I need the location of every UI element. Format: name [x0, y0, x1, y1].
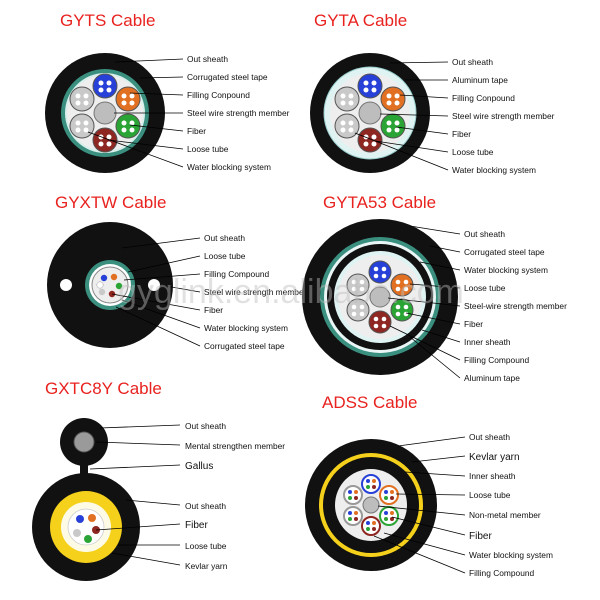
gyta-label-out-sheath: Out sheath	[452, 57, 493, 67]
gyta-label-water-blocking: Water blocking system	[452, 165, 536, 175]
gyta-cable-figure: GYTA Cable Out sheath Aluminum tape Fill…	[310, 11, 555, 175]
gyta-label-filling-compound: Filling Conpound	[452, 93, 515, 103]
gyta53-label-corrugated-steel-tape: Corrugated steel tape	[464, 247, 545, 257]
adss-label-water-blocking: Water blocking system	[469, 550, 553, 560]
gyta-title: GYTA Cable	[314, 11, 407, 30]
gyta53-label-out-sheath: Out sheath	[464, 229, 505, 239]
gyts-label-fiber: Fiber	[187, 126, 206, 136]
gyta53-label-steel-wire: Steel-wire strength member	[464, 301, 567, 311]
gyts-title: GYTS Cable	[60, 11, 155, 30]
gxtc8y-label-loose-tube: Loose tube	[185, 541, 227, 551]
gyta53-label-aluminum-tape: Aluminum tape	[464, 373, 520, 383]
adss-label-fiber: Fiber	[469, 531, 492, 542]
gyxtw-cable-figure: GYXTW Cable Out sheath Loose tube Fillin…	[47, 193, 307, 351]
gxtc8y-cable-figure: GXTC8Y Cable Out sheath Mental strengthe…	[32, 379, 285, 581]
gyta53-cable-figure: GYTA53 Cable Out sheath Corrug	[302, 193, 567, 383]
gxtc8y-label-gallus: Gallus	[185, 461, 213, 472]
gyta-label-aluminum-tape: Aluminum tape	[452, 75, 508, 85]
gyts-label-filling-compound: Filling Conpound	[187, 90, 250, 100]
gxtc8y-label-fiber: Fiber	[185, 520, 208, 531]
watermark-text: gyglink.en.alibaba.com	[118, 273, 464, 311]
adss-label-out-sheath: Out sheath	[469, 432, 510, 442]
gyts-label-corrugated-steel-tape: Corrugated steel tape	[187, 72, 268, 82]
gyta-label-loose-tube: Loose tube	[452, 147, 494, 157]
gyta-label-steel-wire: Steel wire strength member	[452, 111, 555, 121]
adss-title: ADSS Cable	[322, 393, 417, 412]
gxtc8y-label-out-sheath-top: Out sheath	[185, 421, 226, 431]
gyta53-label-loose-tube: Loose tube	[464, 283, 506, 293]
gyts-label-steel-wire: Steel wire strength member	[187, 108, 290, 118]
gyxtw-label-out-sheath: Out sheath	[204, 233, 245, 243]
gyxtw-label-loose-tube: Loose tube	[204, 251, 246, 261]
gyta53-label-filling-compound: Filling Compound	[464, 355, 530, 365]
gyxtw-label-filling-compound: Filling Compound	[204, 269, 270, 279]
adss-label-filling-compound: Filling Compound	[469, 568, 535, 578]
gxtc8y-title: GXTC8Y Cable	[45, 379, 162, 398]
gyta53-label-fiber: Fiber	[464, 319, 483, 329]
adss-label-kevlar-yarn: Kevlar yarn	[469, 452, 520, 463]
gyta53-label-water-blocking: Water blocking system	[464, 265, 548, 275]
gyts-label-water-blocking: Water blocking system	[187, 162, 271, 172]
adss-cable-figure: ADSS Cable Out sheath Kevlar yarn Inner …	[305, 393, 553, 578]
adss-label-loose-tube: Loose tube	[469, 490, 511, 500]
gyxtw-label-water-blocking: Water blocking system	[204, 323, 288, 333]
adss-label-inner-sheath: Inner sheath	[469, 471, 516, 481]
gyta53-title: GYTA53 Cable	[323, 193, 436, 212]
gyts-label-out-sheath: Out sheath	[187, 54, 228, 64]
gyxtw-label-fiber: Fiber	[204, 305, 223, 315]
gyts-cable-figure: GYTS Cable Out sheath Corrugated steel t…	[45, 11, 290, 173]
adss-label-non-metal-member: Non-metal member	[469, 510, 541, 520]
gyta-label-fiber: Fiber	[452, 129, 471, 139]
gyxtw-label-corrugated-steel-tape: Corrugated steel tape	[204, 341, 285, 351]
gyts-label-loose-tube: Loose tube	[187, 144, 229, 154]
gyta53-label-inner-sheath: Inner sheath	[464, 337, 511, 347]
gxtc8y-label-kevlar-yarn: Kevlar yarn	[185, 561, 228, 571]
gyxtw-title: GYXTW Cable	[55, 193, 166, 212]
gxtc8y-label-out-sheath: Out sheath	[185, 501, 226, 511]
gxtc8y-label-strengthen-member: Mental strengthen member	[185, 441, 285, 451]
gyxtw-label-steel-wire: Steel wire strength member	[204, 287, 307, 297]
